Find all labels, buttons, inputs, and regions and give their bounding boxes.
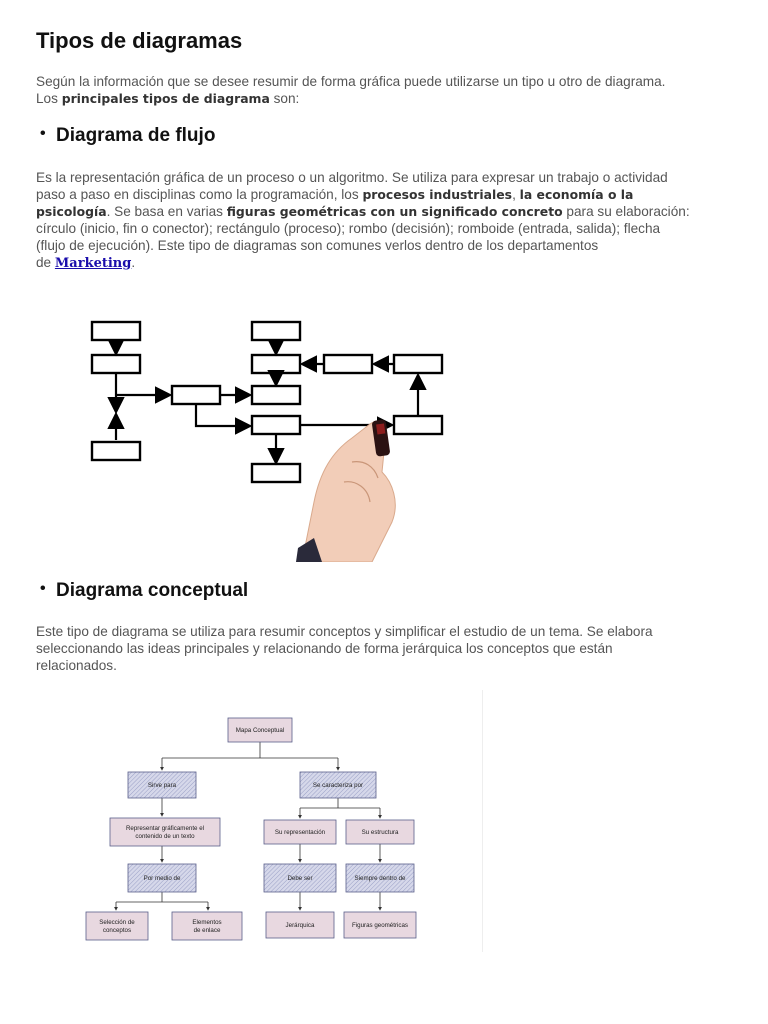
flujo-bold-figuras: figuras geométricas con un significado c… <box>226 204 563 219</box>
cm-node-medio <box>127 863 197 893</box>
flujo-line-2-pre: paso a paso en disciplinas como la progr… <box>36 187 363 202</box>
cm-label: Debe ser <box>287 875 312 882</box>
cm-label: Figuras geométricas <box>352 922 408 929</box>
page-title: Tipos de diagramas <box>36 28 243 53</box>
intro-line-2-post: son: <box>269 91 300 106</box>
cm-node-caracteriza <box>299 771 377 799</box>
flow-box <box>250 353 302 375</box>
figure-divider <box>482 690 483 952</box>
flow-box <box>90 320 142 342</box>
concept-map-labels: Mapa Conceptual Sirve para Se caracteriz… <box>99 727 408 934</box>
flow-box <box>392 414 444 436</box>
flowchart-image <box>90 320 444 562</box>
flow-box <box>250 320 302 342</box>
cm-label: de enlace <box>194 927 221 934</box>
flow-box <box>392 353 444 375</box>
hand-illustration <box>296 419 396 562</box>
cm-label: Su representación <box>275 829 326 836</box>
flujo-bold-economia: la economía o la <box>519 187 634 202</box>
cm-node-seleccion <box>85 911 149 941</box>
heading-conceptual-text: Diagrama conceptual <box>56 580 249 601</box>
cm-label: Representar gráficamente el <box>126 825 204 832</box>
intro-line-1: Según la información que se desee resumi… <box>36 74 666 89</box>
cm-label: conceptos <box>103 927 131 934</box>
conceptual-line-3: relacionados. <box>36 658 117 673</box>
flowchart-boxes <box>90 320 444 484</box>
cm-node-representar <box>109 817 221 847</box>
flujo-paragraph: Es la representación gráfica de un proce… <box>36 169 736 272</box>
section-heading-conceptual: • Diagrama conceptual <box>40 580 249 602</box>
cm-label: Selección de <box>99 919 135 926</box>
flujo-bold-procesos: procesos industriales <box>362 187 513 202</box>
flujo-bold-psicologia: psicología <box>36 204 107 219</box>
cm-label: Sirve para <box>148 782 177 789</box>
flujo-line-2-mid: , <box>512 187 520 202</box>
cm-node-figuras <box>343 911 417 939</box>
cm-node-sirve <box>127 771 197 799</box>
cm-node-siempre <box>345 863 415 893</box>
bullet-icon: • <box>40 580 46 597</box>
flow-box <box>250 462 302 484</box>
concept-map-image: Mapa Conceptual Sirve para Se caracteriz… <box>85 717 417 941</box>
cm-label: Elementos <box>192 919 221 926</box>
heading-flujo-text: Diagrama de flujo <box>56 125 216 146</box>
flujo-line-3-post: para su elaboración: <box>562 204 690 219</box>
cm-label: Mapa Conceptual <box>236 727 285 734</box>
section-heading-flujo: • Diagrama de flujo <box>40 125 216 147</box>
flow-box <box>250 384 302 406</box>
cm-label: Siempre dentro de <box>355 875 406 882</box>
intro-line-2-bold: principales tipos de diagrama <box>61 91 270 106</box>
cm-node-elementos <box>171 911 243 941</box>
cm-node-representacion <box>263 819 337 845</box>
flow-box <box>90 353 142 375</box>
conceptual-line-2: seleccionando las ideas principales y re… <box>36 641 613 656</box>
cm-node-debe <box>263 863 337 893</box>
cm-label: Por medio de <box>144 875 181 882</box>
cm-label: Se caracteriza por <box>313 782 363 789</box>
flow-box <box>250 414 302 436</box>
flow-box <box>90 440 142 462</box>
intro-line-2-pre: Los <box>36 91 62 106</box>
flujo-line-1: Es la representación gráfica de un proce… <box>36 170 668 185</box>
marketing-link[interactable]: Marketing <box>54 256 132 271</box>
flujo-line-5: (flujo de ejecución). Este tipo de diagr… <box>36 238 599 253</box>
conceptual-line-1: Este tipo de diagrama se utiliza para re… <box>36 624 653 639</box>
flow-box <box>170 384 222 406</box>
flujo-line-4: círculo (inicio, fin o conector); rectán… <box>36 221 661 236</box>
cm-label: Jerárquica <box>286 922 315 929</box>
concept-map-connectors <box>114 742 382 911</box>
cm-node-estructura <box>345 819 415 845</box>
flujo-line-6-pre: de <box>36 255 55 270</box>
cm-node-root <box>227 717 293 743</box>
flujo-line-3-mid: . Se basa en varias <box>106 204 227 219</box>
concept-map-nodes <box>85 717 417 941</box>
intro-paragraph: Según la información que se desee resumi… <box>36 73 736 107</box>
cm-node-jerarquica <box>265 911 335 939</box>
flujo-line-6-post: . <box>131 255 136 270</box>
bullet-icon: • <box>40 125 46 142</box>
cm-label: contenido de un texto <box>135 833 195 840</box>
cm-label: Su estructura <box>362 829 399 836</box>
conceptual-paragraph: Este tipo de diagrama se utiliza para re… <box>36 623 736 674</box>
flow-box <box>322 353 374 375</box>
